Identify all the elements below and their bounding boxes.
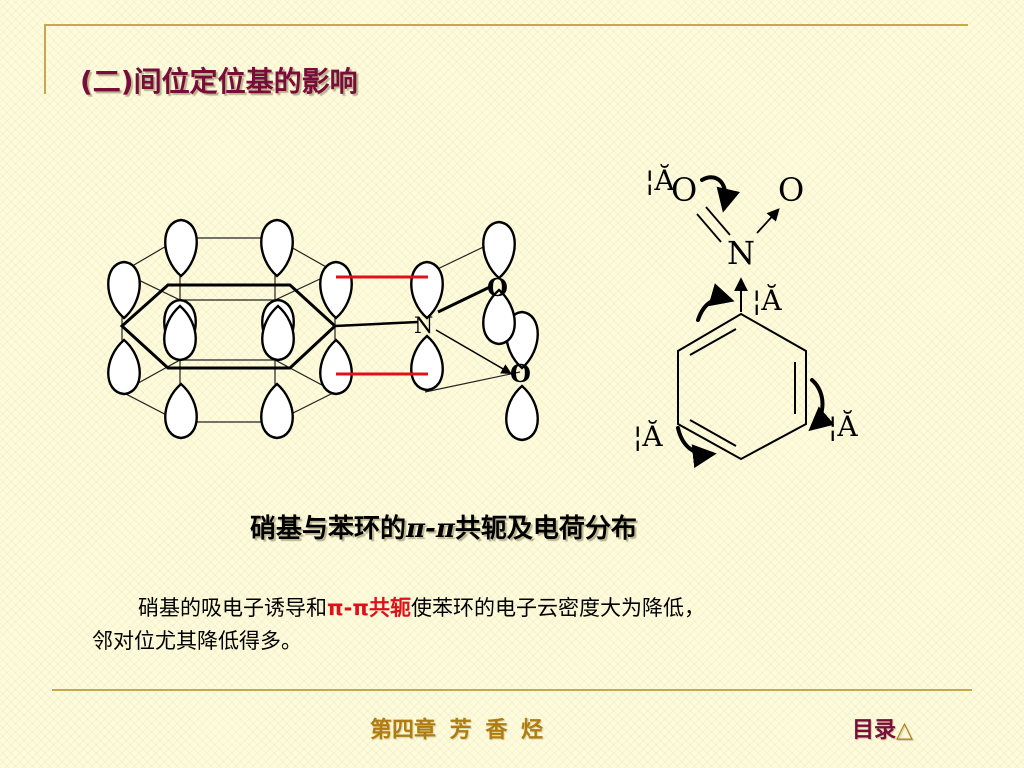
structure-atom-o-right: O (778, 171, 804, 209)
orbital-atom-n: N (414, 314, 433, 339)
body-line-2: 邻对位尤其降低得多。 (92, 629, 302, 653)
orbital-atom-o-lower: O (510, 359, 531, 388)
toc-link-label: 目录 (852, 718, 897, 743)
benzene-ring (677, 312, 807, 461)
orbital-diagram: N O O (107, 218, 539, 442)
n-o-lower-bond (435, 329, 512, 375)
explanation-paragraph: 硝基的吸电子诱导和π-π共轭使苯环的电子云密度大为降低， 邻对位尤其降低得多。 (92, 592, 912, 658)
n-o-single-bond (756, 208, 780, 234)
body-line-1-prefix: 硝基的吸电子诱导和 (138, 596, 327, 620)
bottom-rule (52, 689, 972, 691)
n-o-upper-bond (437, 284, 493, 314)
top-rule (44, 24, 968, 26)
footer-chapter-title: 第四章 芳 香 烃 (370, 718, 543, 743)
n-o-double-bond-b (696, 213, 722, 243)
left-rule (44, 24, 46, 94)
caption-suffix: 共轭及电荷分布 (454, 514, 637, 544)
charge-mark-para: ¦Ă (828, 410, 858, 443)
charge-mark-ipso: ¦Ă (752, 284, 782, 317)
benzene-inner-double-bonds (689, 328, 796, 447)
orbital-atom-o-upper: O (487, 273, 508, 302)
structure-atom-n: N (727, 234, 755, 272)
electron-flow-arrows (676, 175, 835, 469)
caption-prefix: 硝基与苯环的 (250, 514, 407, 544)
charge-mark-ortho: ¦Ă (633, 420, 663, 453)
triangle-up-icon: △ (896, 718, 913, 743)
charge-mark-oxygen: ¦Ă (645, 164, 675, 197)
toc-link[interactable]: 目录△ (852, 712, 913, 744)
n-o-double-bond-a (705, 206, 731, 236)
body-pi-pi-conjugation: π-π共轭 (327, 596, 411, 620)
slide-title: (二)间位定位基的影响 (80, 65, 358, 98)
c-n-bond (334, 320, 419, 328)
diagram-caption: 硝基与苯环的π-π共轭及电荷分布 (250, 508, 637, 545)
ring-sigma-hexagon (119, 283, 338, 370)
structure-atom-o-left: O (671, 171, 697, 209)
body-line-1-suffix: 使苯环的电子云密度大为降低， (410, 596, 705, 620)
charge-structure: O O N ¦Ă ¦Ă ¦Ă ¦Ă (633, 164, 858, 469)
caption-pi-pi: π-π (406, 514, 455, 544)
p-orbital-lower-lobes (107, 288, 539, 442)
